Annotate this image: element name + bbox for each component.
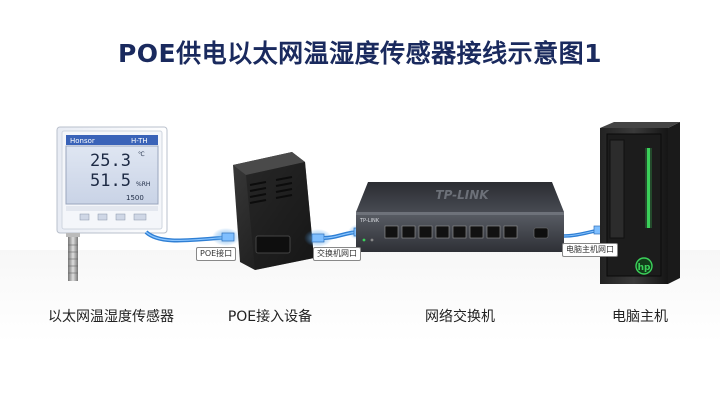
pc-caption: 电脑主机	[612, 309, 668, 325]
pc-port-tag: 电脑主机网口	[562, 243, 618, 257]
switch-port	[384, 225, 399, 239]
poe-injector	[233, 152, 314, 270]
switch-port-tag: 交换机网口	[313, 247, 361, 261]
sensor-temperature-unit: ℃	[138, 151, 145, 158]
switch-caption: 网络交换机	[425, 309, 495, 325]
sensor-model-text: H-TH	[131, 137, 148, 145]
switch-port	[486, 225, 501, 239]
switch-front-logo: TP-LINK	[359, 218, 380, 224]
sensor-button-1	[79, 213, 90, 221]
sensor-humidity-value: 51.5	[90, 171, 131, 191]
sensor-temperature-value: 25.3	[90, 151, 131, 171]
sensor-button-3	[115, 213, 126, 221]
svg-text:hp: hp	[638, 263, 651, 273]
diagram-title: POE供电以太网温湿度传感器接线示意图1	[117, 39, 603, 68]
sensor-humidity-unit: %RH	[136, 181, 150, 188]
sensor-co2-value: 1500	[126, 194, 144, 202]
poe-port-tag: POE接口	[196, 247, 237, 261]
switch-power-led	[362, 238, 366, 242]
switch-port	[435, 225, 450, 239]
switch-ports	[384, 225, 518, 239]
temperature-humidity-sensor: Honsor H-TH 25.3 ℃ 51.5 %RH 1500	[56, 126, 168, 281]
switch-port	[452, 225, 467, 239]
switch-port	[418, 225, 433, 239]
switch-lid-logo: TP-LINK	[435, 188, 490, 202]
cable-sensor-to-poe	[144, 228, 240, 246]
switch-status-led	[370, 238, 374, 242]
pc-logo-icon	[635, 257, 653, 275]
sensor-lcd	[65, 145, 159, 205]
sensor-button-2	[97, 213, 108, 221]
network-switch: TP-LINK TP-LINK	[356, 182, 564, 252]
sensor-caption: 以太网温湿度传感器	[48, 309, 174, 325]
pc-green-light-strip	[647, 148, 650, 228]
switch-port	[469, 225, 484, 239]
pc-tower: hp	[600, 122, 680, 284]
switch-power-jack	[533, 227, 549, 239]
poe-caption: POE接入设备	[227, 309, 313, 325]
poe-vents	[249, 176, 293, 204]
switch-port	[401, 225, 416, 239]
sensor-button-4	[133, 213, 147, 221]
cable-switch-to-pc	[563, 225, 605, 238]
poe-port-recess	[255, 235, 291, 254]
sensor-brand-text: Honsor	[70, 137, 95, 145]
sensor-header-bar	[66, 135, 158, 145]
switch-port	[503, 225, 518, 239]
